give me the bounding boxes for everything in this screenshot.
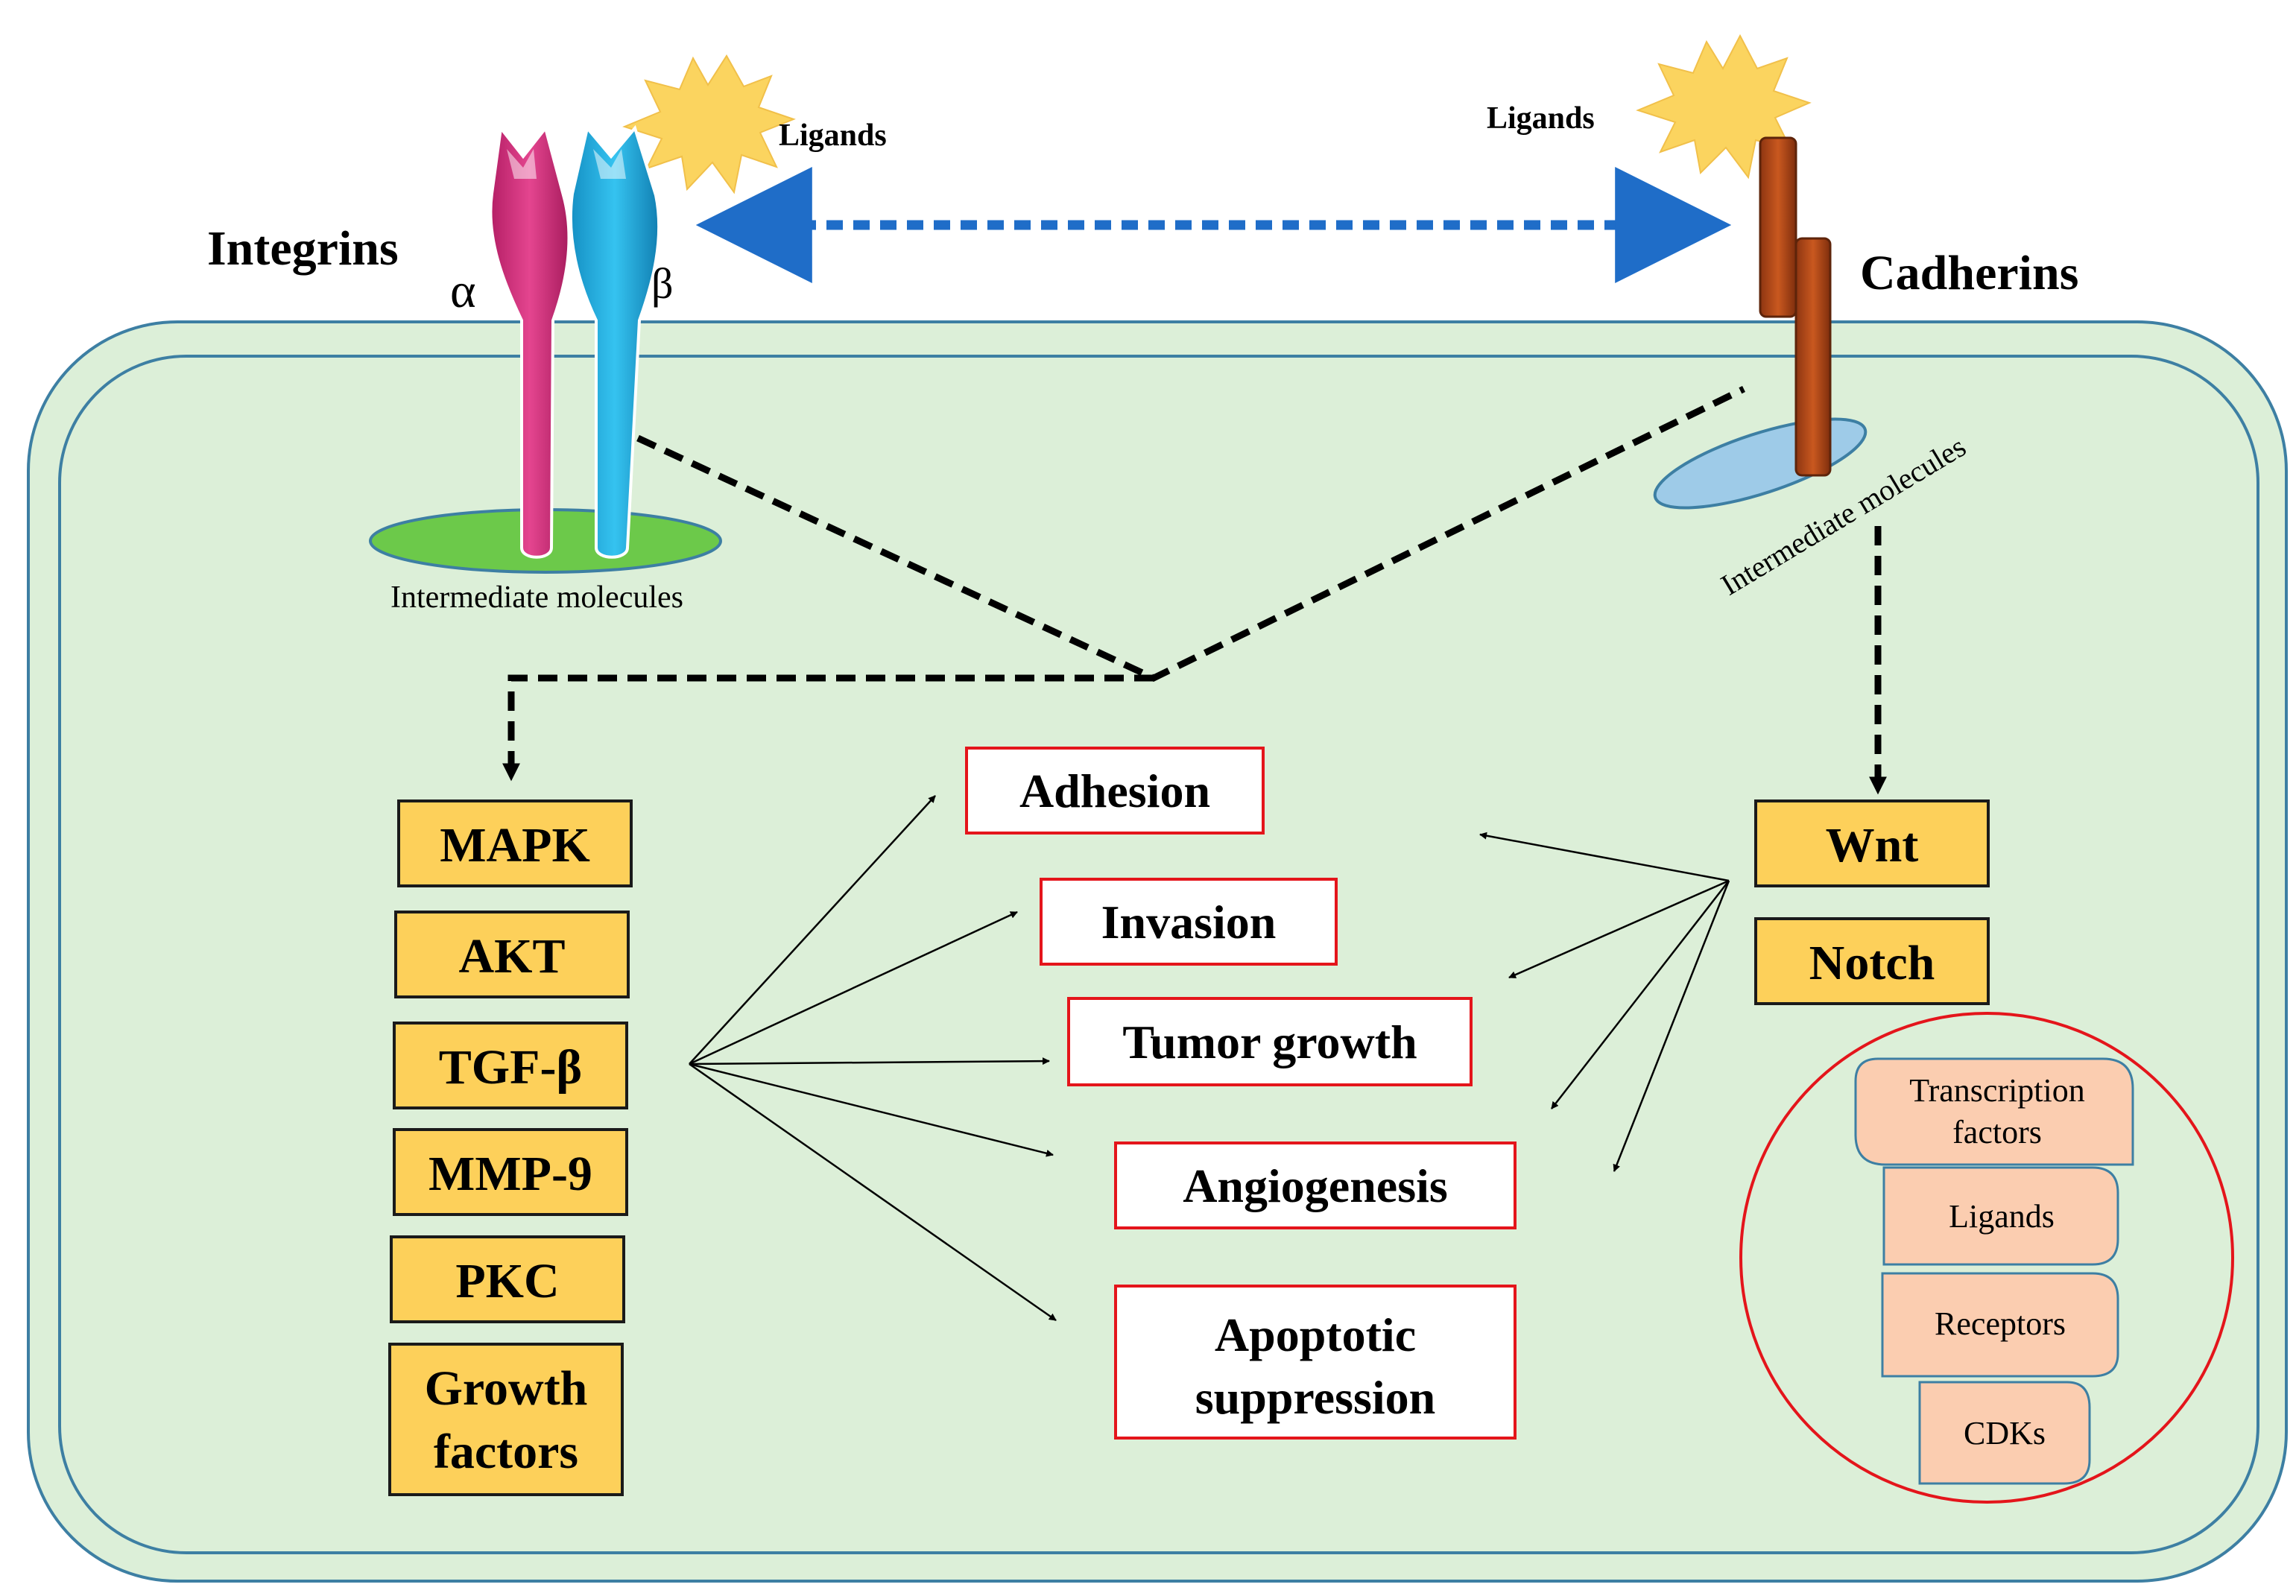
cadherin-upper-segment	[1759, 136, 1797, 318]
arrow-to-apoptotic-suppression	[689, 1063, 1057, 1322]
outcome-adhesion: Adhesion	[1019, 764, 1210, 817]
integrins-title: Integrins	[207, 221, 399, 276]
integrin-receptor	[369, 124, 722, 574]
signal-box-growth-factors	[388, 1343, 624, 1496]
pathway-components-group: Transcription factors Ligands Receptors …	[1739, 1012, 2234, 1504]
signal-label-pkc: PKC	[455, 1254, 559, 1308]
signal-label-tgf-beta: TGF-β	[439, 1040, 582, 1095]
component-ligands-label: Ligands	[1949, 1198, 2055, 1235]
cadherin-lower-segment	[1794, 237, 1832, 477]
signal-label-growth: Growth	[425, 1361, 588, 1416]
integrin-dashed-arrow	[502, 674, 1154, 782]
outcome-invasion: Invasion	[1101, 896, 1277, 949]
integrin-ligand-label: Ligands	[779, 118, 887, 153]
signal-box-notch	[1754, 917, 1990, 1005]
wnt-arrow-to-tumor-growth	[1551, 880, 1730, 1109]
signal-box-mapk	[397, 799, 633, 887]
pathway-components-circle	[1739, 1012, 2234, 1504]
arrow-to-invasion	[689, 911, 1018, 1065]
signal-box-tgf-beta	[393, 1022, 628, 1109]
integrin-outcome-arrows	[689, 795, 1057, 1322]
alpha-subunit	[489, 124, 571, 559]
component-receptors	[1881, 1272, 2119, 1378]
signal-box-mmp9	[393, 1128, 628, 1216]
signal-label-factors: factors	[434, 1425, 578, 1479]
component-transcription-line1: Transcription	[1909, 1072, 2085, 1109]
outcome-box-angiogenesis	[1114, 1141, 1517, 1229]
integrin-ligand-starburst	[622, 54, 796, 194]
outcome-apoptotic: Apoptotic	[1215, 1308, 1416, 1361]
arrow-to-adhesion	[689, 795, 936, 1065]
component-receptors-label: Receptors	[1935, 1305, 2066, 1342]
component-ligands	[1882, 1166, 2119, 1266]
component-cdks-label: CDKs	[1964, 1415, 2046, 1451]
signal-box-wnt	[1754, 799, 1990, 887]
outcome-column: Adhesion Invasion Tumor growth Angiogene…	[965, 747, 1517, 1440]
signal-label-wnt: Wnt	[1826, 818, 1919, 873]
wnt-arrow-to-angiogenesis	[1613, 880, 1730, 1172]
cadherin-receptor	[1653, 136, 1868, 510]
signal-box-akt	[394, 911, 630, 998]
arrow-to-angiogenesis	[689, 1063, 1054, 1157]
signal-label-mapk: MAPK	[440, 818, 590, 873]
outcome-box-invasion	[1040, 878, 1338, 966]
signal-label-akt: AKT	[458, 929, 565, 984]
cadherin-ligand-label: Ligands	[1487, 101, 1595, 136]
arrow-to-tumor-growth	[689, 1057, 1050, 1065]
outcome-box-tumor-growth	[1067, 997, 1473, 1086]
alpha-symbol: α	[450, 264, 476, 318]
signal-label-notch: Notch	[1809, 936, 1935, 990]
cell-inner-membrane	[58, 355, 2259, 1554]
outcome-tumor-growth: Tumor growth	[1122, 1016, 1417, 1068]
component-cdks	[1918, 1381, 2091, 1485]
outcome-box-adhesion	[965, 747, 1265, 835]
wnt-outcome-arrows	[1479, 832, 1730, 1172]
signal-box-pkc	[390, 1235, 625, 1323]
outcome-box-apoptotic-suppression	[1114, 1285, 1517, 1440]
beta-subunit	[569, 124, 661, 559]
component-transcription-line2: factors	[1952, 1114, 2042, 1150]
outcome-angiogenesis: Angiogenesis	[1183, 1159, 1448, 1212]
beta-symbol: β	[651, 259, 674, 308]
integrin-intermediate-label: Intermediate molecules	[390, 580, 683, 615]
cadherins-title: Cadherins	[1860, 246, 2078, 300]
wnt-arrow-to-invasion	[1508, 879, 1730, 979]
signal-label-mmp9: MMP-9	[428, 1147, 592, 1201]
integrin-signal-column: MAPK AKT TGF-β MMP-9 PKC Growth factors	[388, 799, 633, 1496]
wnt-arrow-to-adhesion	[1479, 832, 1730, 882]
component-transcription-factors	[1854, 1057, 2134, 1166]
outcome-suppression: suppression	[1195, 1371, 1436, 1424]
